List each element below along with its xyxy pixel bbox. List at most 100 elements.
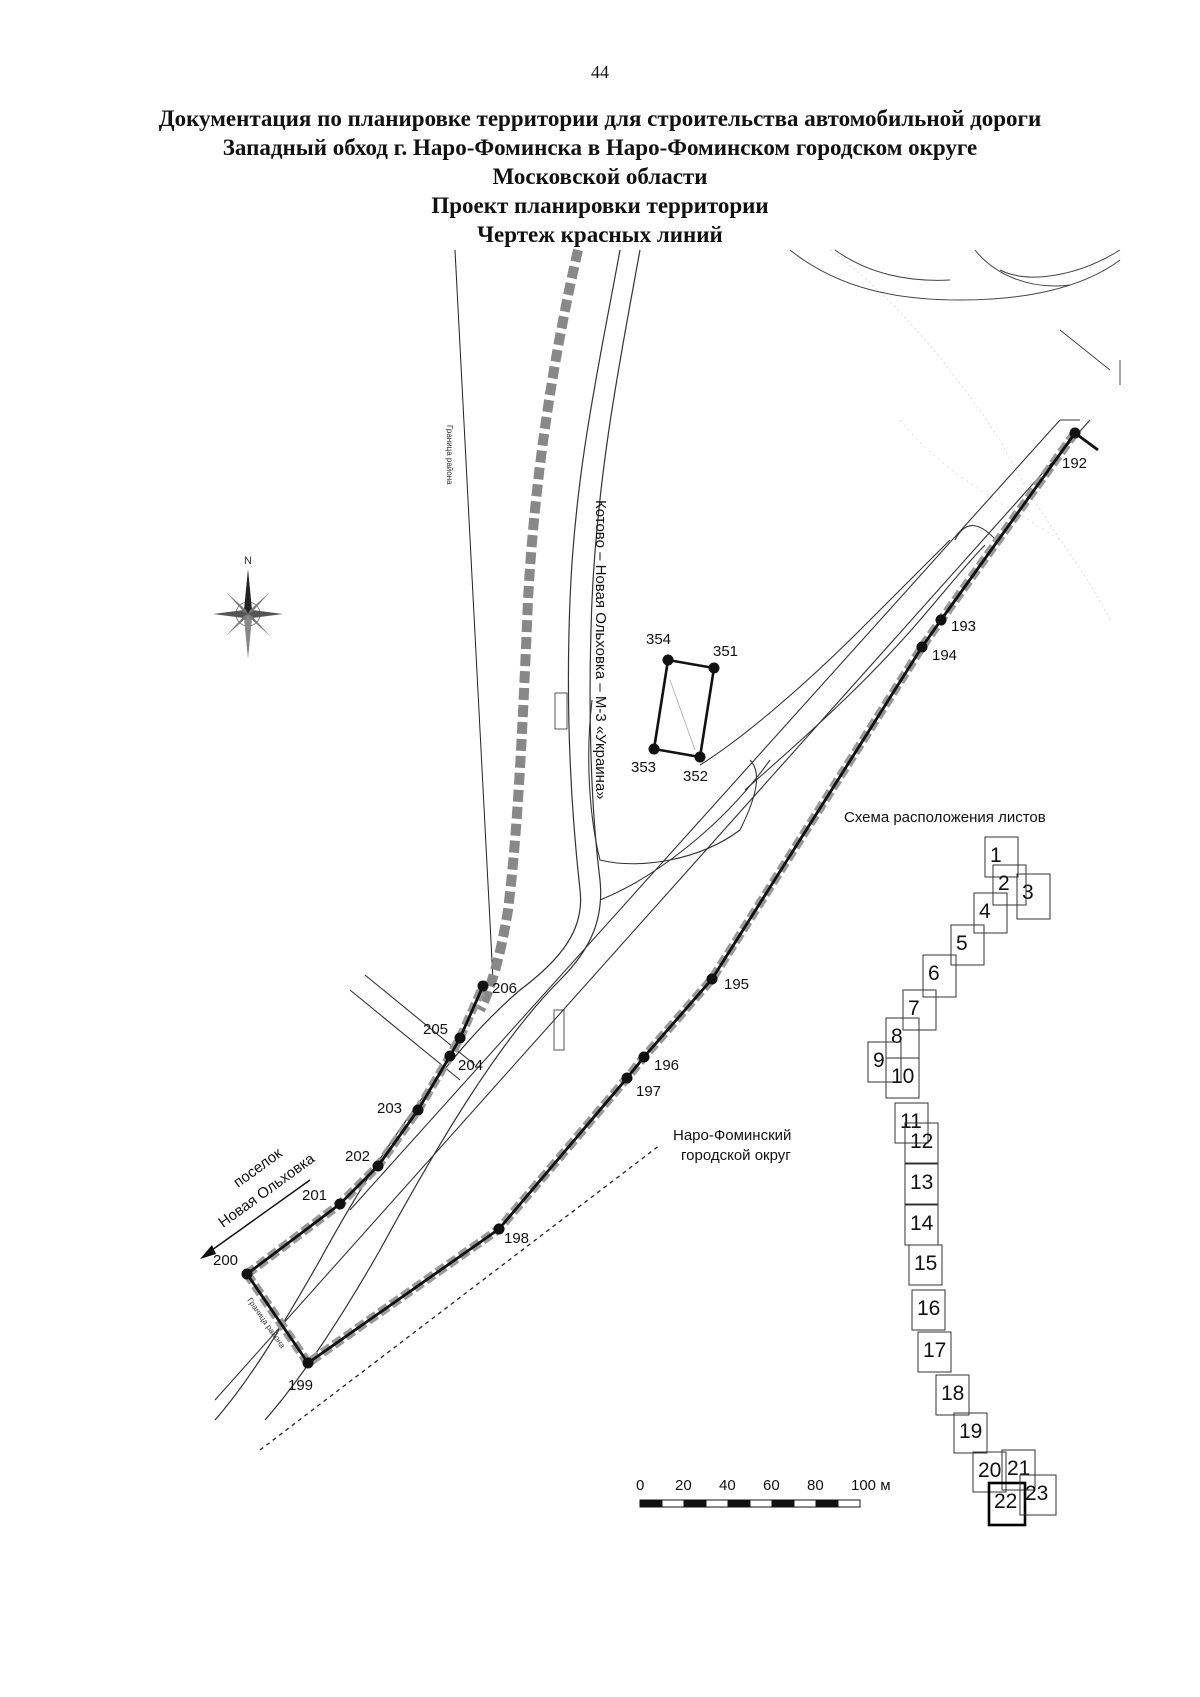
sheet-number-22: 22 (994, 1490, 1017, 1513)
scale-segment (705, 1499, 729, 1508)
point-354 (662, 654, 674, 666)
sheet-number-3: 3 (1022, 881, 1034, 904)
point-196 (638, 1051, 650, 1063)
title-line-5: Чертеж красных линий (477, 222, 723, 247)
scale-segment (661, 1499, 685, 1508)
hatched-strip-west (475, 248, 583, 1013)
scale-tick-label: 0 (636, 1477, 644, 1494)
label-206: 206 (492, 980, 517, 997)
sheet-box-9 (867, 1041, 902, 1083)
sheet-number-5: 5 (956, 932, 968, 955)
label-351: 351 (713, 643, 738, 660)
loop-road (588, 525, 1001, 901)
point-198 (493, 1223, 505, 1235)
point-206 (477, 980, 489, 992)
sheet-box-13 (904, 1163, 939, 1205)
sheet-number-16: 16 (917, 1297, 940, 1320)
label-192: 192 (1062, 455, 1087, 472)
sheet-box-15 (908, 1244, 943, 1286)
scale-tick-label: 40 (719, 1477, 736, 1494)
road-layby-top (554, 692, 568, 730)
sheet-box-16 (911, 1289, 946, 1331)
sheet-box-4 (973, 892, 1008, 934)
scale-segment (727, 1499, 751, 1508)
sheet-number-12: 12 (910, 1130, 933, 1153)
sheet-box-18 (935, 1374, 970, 1416)
boundary-label-top: Граница района (445, 425, 454, 485)
settlement-label: поселок Новая Ольховка (200, 1145, 319, 1259)
settlement-arrow (204, 1179, 311, 1256)
sheet-number-21: 21 (1007, 1457, 1030, 1480)
title-line-3: Московской области (492, 164, 708, 189)
title-line-1: Документация по планировке территории дл… (158, 106, 1042, 131)
label-195: 195 (724, 976, 749, 993)
sheet-box-6 (922, 954, 957, 998)
document-title: Документация по планировке территории дл… (0, 104, 1200, 249)
label-197: 197 (636, 1083, 661, 1100)
label-201: 201 (302, 1187, 327, 1204)
sheet-box-10 (885, 1057, 920, 1099)
label-198: 198 (504, 1230, 529, 1247)
sheet-number-2: 2 (998, 872, 1010, 895)
scale-segment (683, 1499, 707, 1508)
district-name-line2: городской округ (681, 1147, 791, 1164)
label-203: 203 (377, 1100, 402, 1117)
scale-tick-label: 60 (763, 1477, 780, 1494)
district-label: Наро-Фоминский городской округ (673, 1127, 791, 1164)
sheet-number-9: 9 (873, 1049, 885, 1072)
red-line-south: Граница района (243, 1271, 312, 1366)
sheet-number-18: 18 (941, 1382, 964, 1405)
road-kotovo (214, 249, 641, 1421)
sheet-box-2 (992, 864, 1027, 906)
point-204 (444, 1050, 456, 1062)
road-label: Котово – Новая Ольховка – М-3 «Украина» (592, 500, 609, 800)
scale-tick-label: 100 м (851, 1477, 891, 1494)
point-192 (1069, 427, 1081, 439)
scale-tick-label: 80 (807, 1477, 824, 1494)
sheet-number-6: 6 (928, 962, 940, 985)
north-label: N (244, 555, 252, 567)
point-352 (694, 751, 706, 763)
sheet-box-22 (987, 1481, 1027, 1527)
sheet-number-13: 13 (910, 1171, 933, 1194)
scale-segment (749, 1499, 773, 1508)
district-name-line1: Наро-Фоминский (673, 1127, 791, 1144)
point-205 (454, 1032, 466, 1044)
point-194 (916, 641, 928, 653)
page-number: 44 (591, 62, 609, 82)
plot-351-354 (652, 658, 716, 759)
sheet-box-1 (984, 836, 1019, 878)
label-204: 204 (458, 1057, 483, 1074)
sheet-box-21 (1001, 1449, 1036, 1491)
road-layby-bottom (553, 1009, 565, 1051)
point-labels: 192 193 194 195 196 197 198 199 200 201 … (213, 455, 1087, 1394)
point-353 (648, 743, 660, 755)
scale-segment (639, 1499, 663, 1508)
scale-segment (793, 1499, 817, 1508)
label-196: 196 (654, 1057, 679, 1074)
sheet-box-19 (953, 1412, 988, 1454)
sheet-scheme-title: Схема расположения листов (844, 809, 1046, 826)
side-road-west (349, 974, 476, 1081)
scale-segment (771, 1499, 795, 1508)
label-194: 194 (932, 647, 957, 664)
label-193: 193 (951, 618, 976, 635)
point-193 (935, 614, 947, 626)
title-line-4: Проект планировки территории (431, 193, 769, 218)
label-353: 353 (631, 759, 656, 776)
label-202: 202 (345, 1148, 370, 1165)
sheet-number-7: 7 (908, 997, 920, 1020)
label-200: 200 (213, 1252, 238, 1269)
label-199: 199 (288, 1377, 313, 1394)
label-205: 205 (423, 1021, 448, 1038)
title-line-2: Западный обход г. Наро-Фоминска в Наро-Ф… (222, 135, 978, 160)
point-195 (706, 973, 718, 985)
sheet-box-5 (950, 924, 985, 966)
compass-rose: N (213, 555, 283, 659)
sheet-box-17 (917, 1331, 952, 1373)
sheet-number-17: 17 (923, 1339, 946, 1362)
terrain-area (829, 249, 1111, 621)
label-352: 352 (683, 768, 708, 785)
label-354: 354 (646, 631, 671, 648)
